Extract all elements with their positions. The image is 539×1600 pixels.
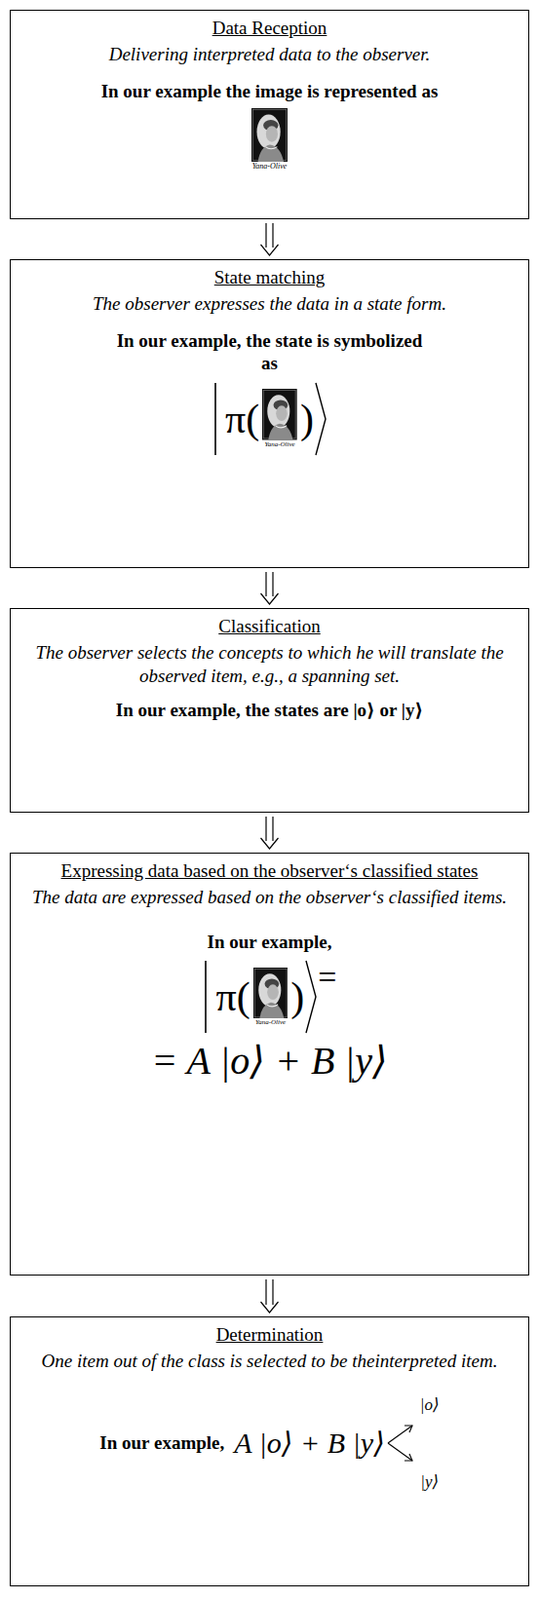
- box-content: Expressing data based on the observer‘s …: [10, 853, 529, 1094]
- connector-head: [261, 838, 279, 849]
- process-box: State matchingThe observer expresses the…: [9, 259, 530, 569]
- formula-text: ): [300, 398, 314, 440]
- double-arrow-connector: [261, 1279, 279, 1313]
- box-heading: Determination: [216, 1323, 324, 1348]
- example-text: In our example,: [207, 930, 333, 955]
- box-description: One item out of the class is selected to…: [41, 1349, 499, 1374]
- box-content: Data ReceptionDelivering interpreted dat…: [10, 10, 529, 182]
- portrait-drawing: [253, 967, 289, 1020]
- box-content: State matchingThe observer expresses the…: [10, 260, 529, 467]
- portrait-image: Yana-Olive: [253, 967, 289, 1028]
- portrait-image: Yana-Olive: [251, 108, 288, 172]
- connector-line: [271, 1279, 273, 1306]
- connector-line: [265, 223, 267, 248]
- double-arrow-connector: [261, 572, 279, 605]
- connector-line: [265, 816, 267, 842]
- box-description: The observer selects the concepts to whi…: [20, 641, 519, 689]
- ket-angle-line: [306, 961, 316, 1034]
- portrait-veil: [258, 973, 281, 1007]
- portrait-ground: [262, 388, 298, 440]
- ket-bar-line: [205, 961, 208, 1034]
- box-content: DeterminationOne item out of the class i…: [10, 1317, 529, 1502]
- formula-text: A |o⟩ + B |y⟩: [233, 1425, 385, 1461]
- formula-text: ): [290, 976, 305, 1018]
- split-arrows: [385, 1404, 419, 1483]
- connector-head: [261, 1302, 279, 1313]
- split-arrow-head: [404, 1454, 413, 1462]
- split-arrow-down: [387, 1443, 413, 1462]
- formula-text: = A |o⟩ + B |y⟩: [151, 1039, 387, 1084]
- portrait-ground: [253, 967, 289, 1019]
- portrait-veil: [256, 115, 280, 150]
- process-box: Expressing data based on the observer‘s …: [9, 852, 530, 1276]
- state-label: |o⟩: [420, 1394, 440, 1416]
- portrait-drawing: [262, 388, 298, 441]
- ket-bar-line: [214, 383, 217, 456]
- example-text: In our example,: [99, 1432, 225, 1455]
- portrait-image: Yana-Olive: [262, 388, 298, 449]
- state-formula: π( Yana-Olive) =: [201, 959, 337, 1036]
- connector-line: [265, 1279, 267, 1306]
- connector-line: [271, 223, 273, 248]
- portrait-caption: Yana-Olive: [255, 1019, 286, 1028]
- ket-bar: [201, 959, 210, 1036]
- example-text: In our example the image is represented …: [101, 79, 439, 104]
- process-box: ClassificationThe observer selects the c…: [9, 608, 530, 813]
- connector-line: [265, 572, 267, 597]
- portrait-veil: [267, 395, 290, 429]
- box-description: Delivering interpreted data to the obser…: [109, 42, 431, 67]
- portrait-drawing: [251, 108, 288, 162]
- formula-text: π(: [215, 976, 250, 1018]
- portrait-body: [269, 423, 294, 441]
- portrait-collar: [266, 1003, 278, 1006]
- ket-bar: [211, 381, 220, 458]
- process-box: DeterminationOne item out of the class i…: [9, 1316, 530, 1587]
- portrait-body: [259, 1001, 284, 1019]
- process-box: Data ReceptionDelivering interpreted dat…: [9, 9, 530, 220]
- portrait-caption: Yana-Olive: [252, 162, 288, 172]
- portrait-collar: [265, 147, 277, 150]
- formula-text: π(: [225, 398, 260, 440]
- split-arrow-up: [387, 1425, 413, 1444]
- formula-text: =: [317, 961, 337, 995]
- connector-line: [271, 816, 273, 842]
- connector-head: [261, 593, 279, 605]
- box-description: The observer expresses the data in a sta…: [92, 292, 447, 316]
- portrait-face: [266, 125, 278, 142]
- determination-row: In our example, A |o⟩ + B |y⟩ |o⟩ |y⟩: [99, 1394, 439, 1493]
- ket-angle: [313, 381, 328, 458]
- double-arrow-connector: [261, 816, 279, 849]
- state-formula: π( Yana-Olive): [211, 381, 328, 458]
- portrait-face: [275, 406, 288, 423]
- portrait-collar: [275, 425, 288, 428]
- example-text: In our example, the state is symbolized …: [109, 329, 431, 377]
- box-content: ClassificationThe observer selects the c…: [10, 609, 529, 732]
- portrait-ground: [251, 108, 288, 162]
- box-description: The data are expressed based on the obse…: [32, 885, 507, 910]
- ket-angle: [304, 959, 318, 1036]
- box-heading: Classification: [218, 615, 320, 639]
- portrait-face: [267, 984, 279, 1001]
- outcome-states: |o⟩ |y⟩: [420, 1394, 440, 1493]
- connector-line: [271, 572, 273, 597]
- portrait-body: [257, 145, 283, 163]
- split-arrow-head: [404, 1425, 413, 1433]
- box-heading: Data Reception: [212, 16, 328, 40]
- connector-head: [261, 244, 279, 256]
- box-heading: Expressing data based on the observer‘s …: [61, 859, 479, 884]
- example-text: In our example, the states are |o⟩ or |y…: [115, 698, 424, 723]
- portrait-caption: Yana-Olive: [264, 441, 295, 450]
- ket-angle-line: [315, 383, 326, 456]
- double-arrow-connector: [261, 223, 279, 256]
- box-heading: State matching: [214, 266, 325, 290]
- state-label: |y⟩: [420, 1471, 440, 1493]
